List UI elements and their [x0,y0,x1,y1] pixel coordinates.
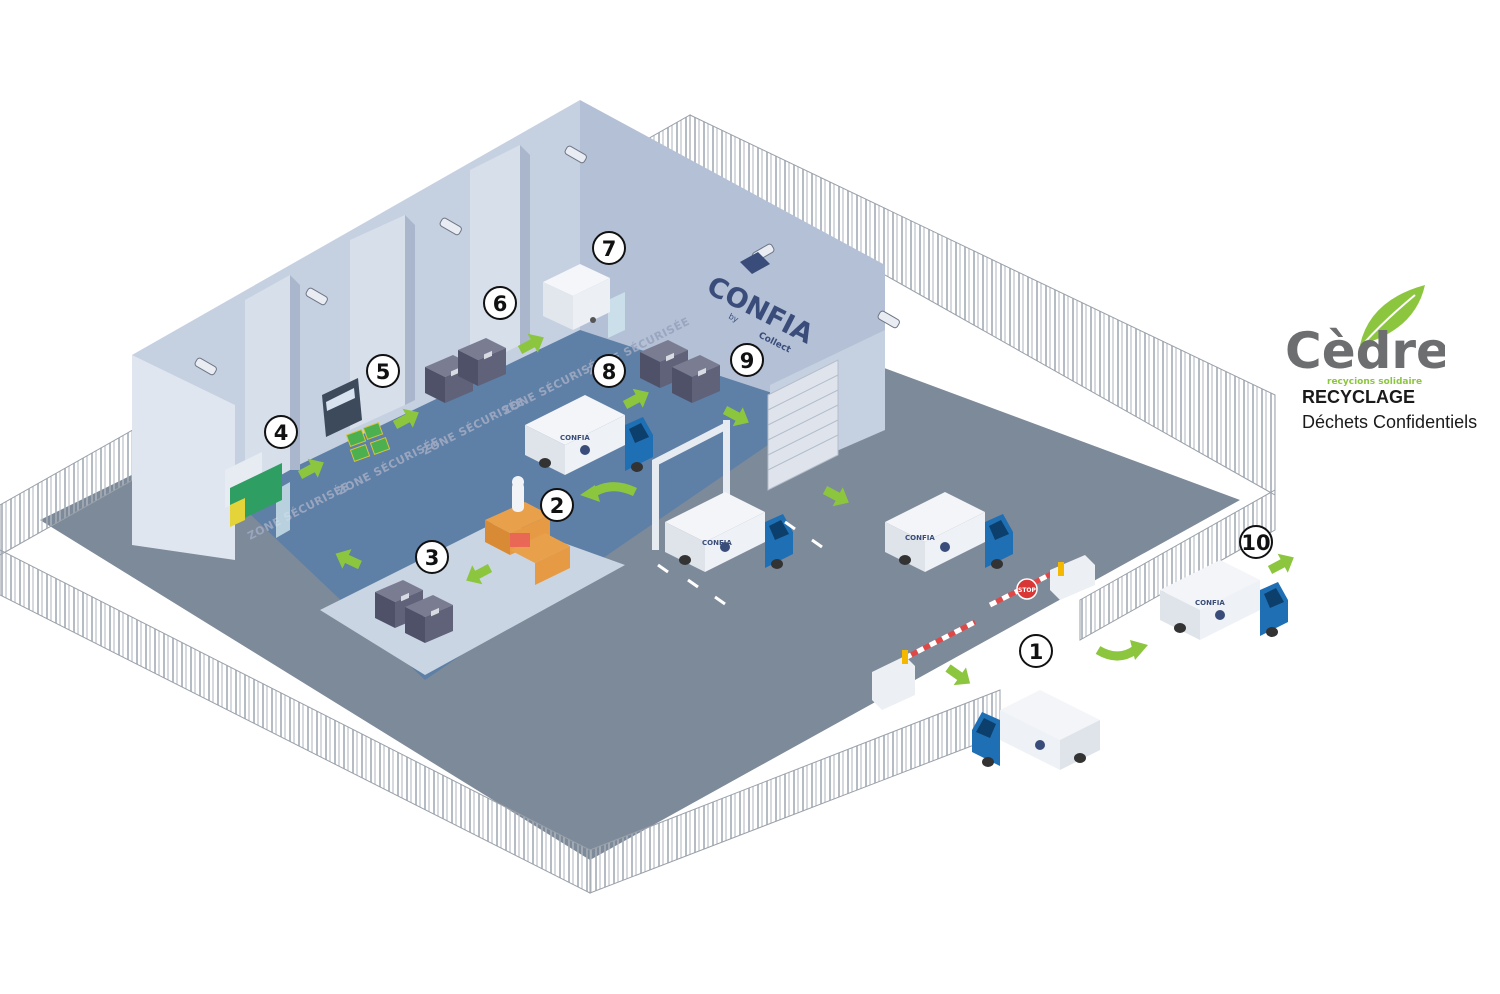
svg-text:CONFIA: CONFIA [905,534,935,542]
svg-text:8: 8 [602,360,617,384]
step-marker-8: 8 [592,354,626,388]
camera-icon [194,145,900,376]
step-marker-5: 5 [366,354,400,388]
svg-text:STOP: STOP [1018,587,1037,594]
step-marker-7: 7 [592,231,626,265]
wheelie-bins-icon [543,264,610,330]
step-marker-6: 6 [483,286,517,320]
step-markers: 1 2 3 4 5 6 7 8 9 10 [264,231,1273,668]
caption-title: RECYCLAGE [1302,387,1416,407]
stop-sign-icon: STOP [1016,578,1038,600]
svg-text:recycions solidaire: recycions solidaire [1327,377,1422,387]
fence-back-right [1079,489,1276,641]
calculator-icon [322,378,362,437]
security-gate [652,420,730,550]
svg-text:3: 3 [425,546,440,570]
svg-text:4: 4 [274,421,289,445]
svg-text:5: 5 [376,360,391,384]
sorting-robot-icon [485,476,570,585]
circuit-board-icon [345,421,391,463]
roller-door [767,359,839,491]
svg-text:Cèdre: Cèdre [1285,322,1445,380]
caption-subtitle: Déchets Confidentiels [1302,412,1478,432]
cedre-logo: Cèdre recycions solidaire [1285,285,1445,387]
barrier-gate [872,619,977,710]
svg-text:CONFIA: CONFIA [560,434,590,442]
svg-text:by: by [727,312,740,325]
svg-text:10: 10 [1241,531,1270,555]
step-marker-4: 4 [264,415,298,449]
step-marker-2: 2 [540,488,574,522]
step-marker-10: 10 [1239,525,1273,559]
svg-text:1: 1 [1029,640,1044,664]
svg-text:9: 9 [740,349,755,373]
step-marker-9: 9 [730,343,764,377]
card-document-icon [225,452,282,527]
svg-text:6: 6 [493,292,508,316]
svg-text:CONFIA: CONFIA [1195,599,1225,607]
svg-text:CONFIA: CONFIA [702,539,732,547]
flow-arrows [294,327,1299,693]
step-marker-3: 3 [415,540,449,574]
svg-text:7: 7 [602,237,617,261]
step-marker-1: 1 [1019,634,1053,668]
svg-text:2: 2 [550,494,565,518]
